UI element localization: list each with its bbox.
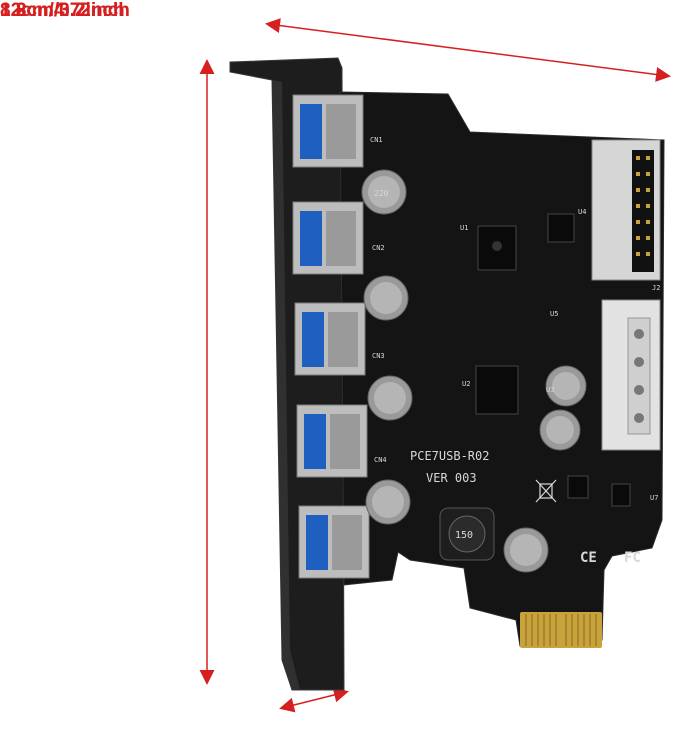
- silk-label: U5: [550, 310, 558, 318]
- usb-port-5: [298, 505, 370, 579]
- silk-label: J2: [652, 284, 660, 292]
- usb-port-4: [296, 404, 368, 478]
- board-model-text: PCE7USB-R02: [410, 449, 489, 463]
- small-chip: [547, 213, 575, 243]
- weee-bin-icon: [535, 479, 557, 503]
- width-dimension-label: 8.2cm/3.2inch: [0, 0, 125, 21]
- pcie-gold-fingers: [520, 612, 602, 648]
- width-dimension-line: [265, 18, 671, 82]
- svg-text:150: 150: [455, 530, 473, 541]
- controller-chip: [477, 225, 517, 271]
- silk-label: CN1: [370, 136, 383, 144]
- voltage-regulator: [567, 475, 631, 507]
- usb-port-1: [292, 94, 364, 168]
- silk-label: CN4: [374, 456, 387, 464]
- usb-hub-chip: [475, 365, 519, 415]
- capacitor: [539, 409, 581, 451]
- silk-label: CN2: [372, 244, 385, 252]
- capacitor: [365, 479, 411, 525]
- svg-text:220: 220: [374, 189, 389, 198]
- silk-label: U2: [462, 380, 470, 388]
- silk-label: U4: [578, 208, 586, 216]
- molex-power-connector: [601, 299, 661, 451]
- capacitor: [363, 275, 409, 321]
- height-dimension-label: 12cm/4.72inch: [0, 0, 130, 21]
- ce-mark: CE: [580, 550, 597, 566]
- usb-port-2: [292, 201, 364, 275]
- capacitor: [367, 375, 413, 421]
- usb-port-3: [294, 302, 366, 376]
- fcc-mark: FC: [624, 550, 641, 566]
- capacitor: 220: [361, 169, 407, 215]
- board-version-text: VER 003: [426, 471, 477, 485]
- silk-label: U3: [546, 386, 554, 394]
- depth-dimension-label: 1.8cm/0.7inch: [0, 0, 125, 21]
- capacitor: [545, 365, 587, 407]
- internal-usb-header: [591, 139, 661, 281]
- depth-dimension-line: [279, 687, 349, 713]
- capacitor: [503, 527, 549, 573]
- silk-label: U7: [650, 494, 658, 502]
- silk-label: U1: [460, 224, 468, 232]
- inductor: 150: [439, 507, 495, 561]
- silk-label: CN3: [372, 352, 385, 360]
